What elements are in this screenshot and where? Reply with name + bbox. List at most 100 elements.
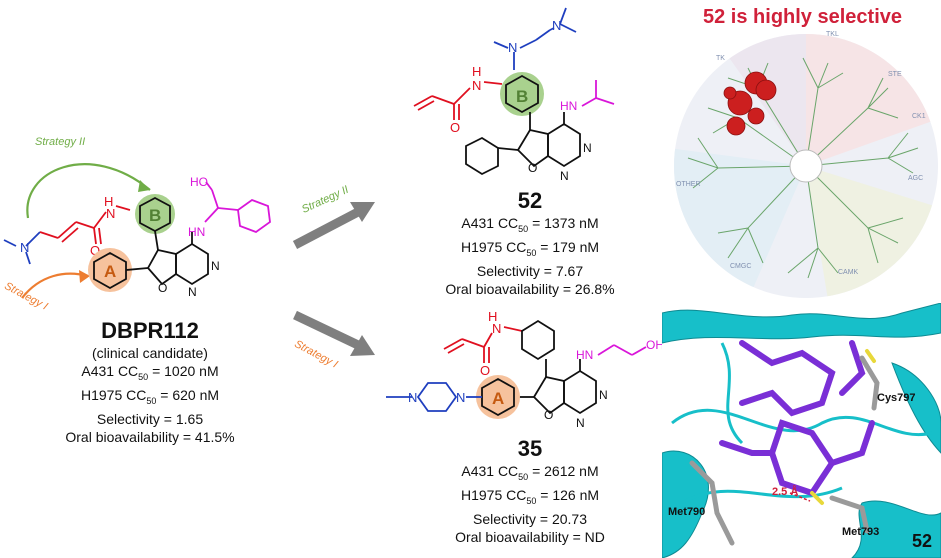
c52-furan-o-atom: O [528, 161, 537, 175]
c35-methylpiperazine [386, 382, 482, 412]
dbpr112-ring-b-label: B [149, 206, 161, 225]
c35-furopyrimidine-core [518, 359, 597, 415]
c52-ring-b [505, 74, 539, 114]
kinome-tree: TKL STE CK1 AGC CAMK CMGC OTHER TK [674, 31, 938, 298]
c35-acrylamide [443, 326, 523, 363]
dbpr112-furopyrimidine-core [125, 230, 209, 286]
dbpr112-furan-o-atom: O [158, 281, 167, 295]
kinome-group-camk: CAMK [838, 269, 859, 276]
c52-structure: N N O H N B O N N HN [413, 7, 615, 183]
kinome-hit-circles [723, 71, 777, 136]
c52-properties: 52 A431 CC50 = 1373 nM H1975 CC50 = 179 … [425, 188, 635, 298]
dbpr112-hn-atom: HN [188, 225, 205, 239]
c52-selectivity: Selectivity = 7.67 [476, 262, 584, 279]
strategy-ii-arrow [292, 202, 375, 249]
sulfur-atoms [810, 349, 876, 505]
dbpr112-a431: A431 CC50 = 1020 nM [81, 363, 219, 382]
c52-pyrimidine-n2: N [560, 169, 569, 183]
c35-structure: O H N O N N A N N HN OH [386, 309, 664, 430]
residue-met793: Met793 [842, 526, 879, 538]
dbpr112-ring-a [93, 251, 127, 290]
strategy-i-arrow [293, 310, 375, 356]
dbpr112-properties: DBPR112 (clinical candidate) A431 CC50 =… [0, 318, 300, 446]
c52-hn-atom: HN [560, 99, 577, 113]
strategy-arrows [292, 202, 375, 356]
c52-furopyrimidine-core [465, 112, 581, 176]
strategy-i-arrowhead [79, 270, 90, 283]
dbpr112-amide-n-atom: N [106, 206, 115, 221]
dbpr112-structure: N O H N B A O N N HN HO [3, 163, 271, 299]
c35-name: 35 [517, 436, 543, 461]
c52-h1975: H1975 CC50 = 179 nM [460, 238, 600, 258]
c52-isopropylamino [581, 80, 615, 107]
strategy-ii-arrowhead [138, 180, 150, 192]
c35-pyrimidine-n2: N [576, 416, 585, 430]
docking-pose: Cys797 Met790 Met793 2.5 Å 52 [662, 303, 941, 558]
dbpr112-ring-a-label: A [104, 262, 116, 281]
kinome-title: 52 is highly selective [703, 6, 902, 28]
c52-ring-b-label: B [516, 87, 528, 106]
c52-h-atom: H [472, 64, 481, 79]
c52-o-atom: O [450, 120, 460, 135]
c35-upper-phenyl [521, 319, 555, 361]
dbpr112-phenylglycinol [204, 181, 271, 234]
c52-amide-n-atom: N [472, 78, 481, 93]
dbpr112-h1975: H1975 CC50 = 620 nM [80, 386, 220, 406]
dbpr112-oral-bioavailability: Oral bioavailability = 41.5% [65, 428, 235, 445]
c35-selectivity: Selectivity = 20.73 [472, 510, 587, 527]
kinome-group-ck1: CK1 [912, 113, 926, 120]
dbpr112-subtitle: (clinical candidate) [92, 345, 208, 361]
c35-properties: 35 A431 CC50 = 2612 nM H1975 CC50 = 126 … [425, 436, 635, 546]
kinome-center [789, 149, 823, 183]
docking-compound-label: 52 [912, 531, 932, 551]
kinome-group-tk: TK [716, 55, 725, 62]
c35-ring-a [481, 377, 515, 417]
protein-ribbons [662, 303, 941, 558]
residue-cys797: Cys797 [877, 392, 916, 404]
c52-oral-bioavailability: Oral bioavailability = 26.8% [445, 280, 615, 297]
c52-acrylamide [413, 81, 503, 120]
c35-oral-bioavailability: Oral bioavailability = ND [455, 528, 605, 545]
c35-furan-o-atom: O [544, 408, 553, 422]
kinome-group-agc: AGC [908, 175, 923, 182]
kinome-group-other: OTHER [676, 181, 701, 188]
kinome-group-tkl: TKL [826, 31, 839, 38]
dbpr112-h-atom: H [104, 194, 113, 209]
residue-met790: Met790 [668, 506, 705, 518]
strategy-ii-label-left: Strategy II [35, 136, 86, 148]
dbpr112-ho-atom: HO [190, 175, 208, 189]
distance-line [789, 492, 811, 502]
c35-amide-n-atom: N [492, 321, 501, 336]
dbpr112-dimethylamine [3, 231, 41, 265]
kinome-group-ste: STE [888, 71, 902, 78]
c35-hydroxyethylamino [597, 344, 647, 356]
c35-oh-atom: OH [646, 338, 664, 352]
ligand-52 [719, 340, 875, 497]
dbpr112-ring-b [139, 196, 171, 233]
c52-amine-n1: N [508, 40, 517, 55]
residue-sticks [689, 355, 880, 546]
c35-a431: A431 CC50 = 2612 nM [461, 463, 599, 482]
c35-pyrimidine-n1: N [599, 388, 608, 402]
protein-loops [671, 342, 933, 505]
c35-piperazine-n1: N [456, 390, 465, 405]
dbpr112-pyrimidine-n1-atom: N [211, 259, 220, 273]
dbpr112-o-atom: O [90, 243, 100, 258]
dbpr112-crotonamide [39, 205, 131, 245]
c52-pyrimidine-n1: N [583, 141, 592, 155]
c52-dimethylaminoethyl [493, 7, 577, 70]
c52-a431: A431 CC50 = 1373 nM [461, 215, 599, 234]
dbpr112-pyrimidine-n2-atom: N [188, 285, 197, 299]
c35-o-atom: O [480, 363, 490, 378]
distance-label: 2.5 Å [772, 485, 798, 498]
c35-hn-atom: HN [576, 348, 593, 362]
dbpr112-name: DBPR112 [101, 318, 199, 343]
kinome-group-cmgc: CMGC [730, 263, 751, 270]
c35-h1975: H1975 CC50 = 126 nM [460, 486, 600, 506]
strategy-ii-curved-arrow [26, 163, 151, 219]
c52-name: 52 [517, 188, 543, 213]
kinome-group-labels: TKL STE CK1 AGC CAMK CMGC OTHER TK [676, 31, 926, 276]
c35-h-atom: H [488, 309, 497, 324]
c35-piperazine-n2: N [408, 390, 417, 405]
c35-ring-a-label: A [492, 389, 504, 408]
